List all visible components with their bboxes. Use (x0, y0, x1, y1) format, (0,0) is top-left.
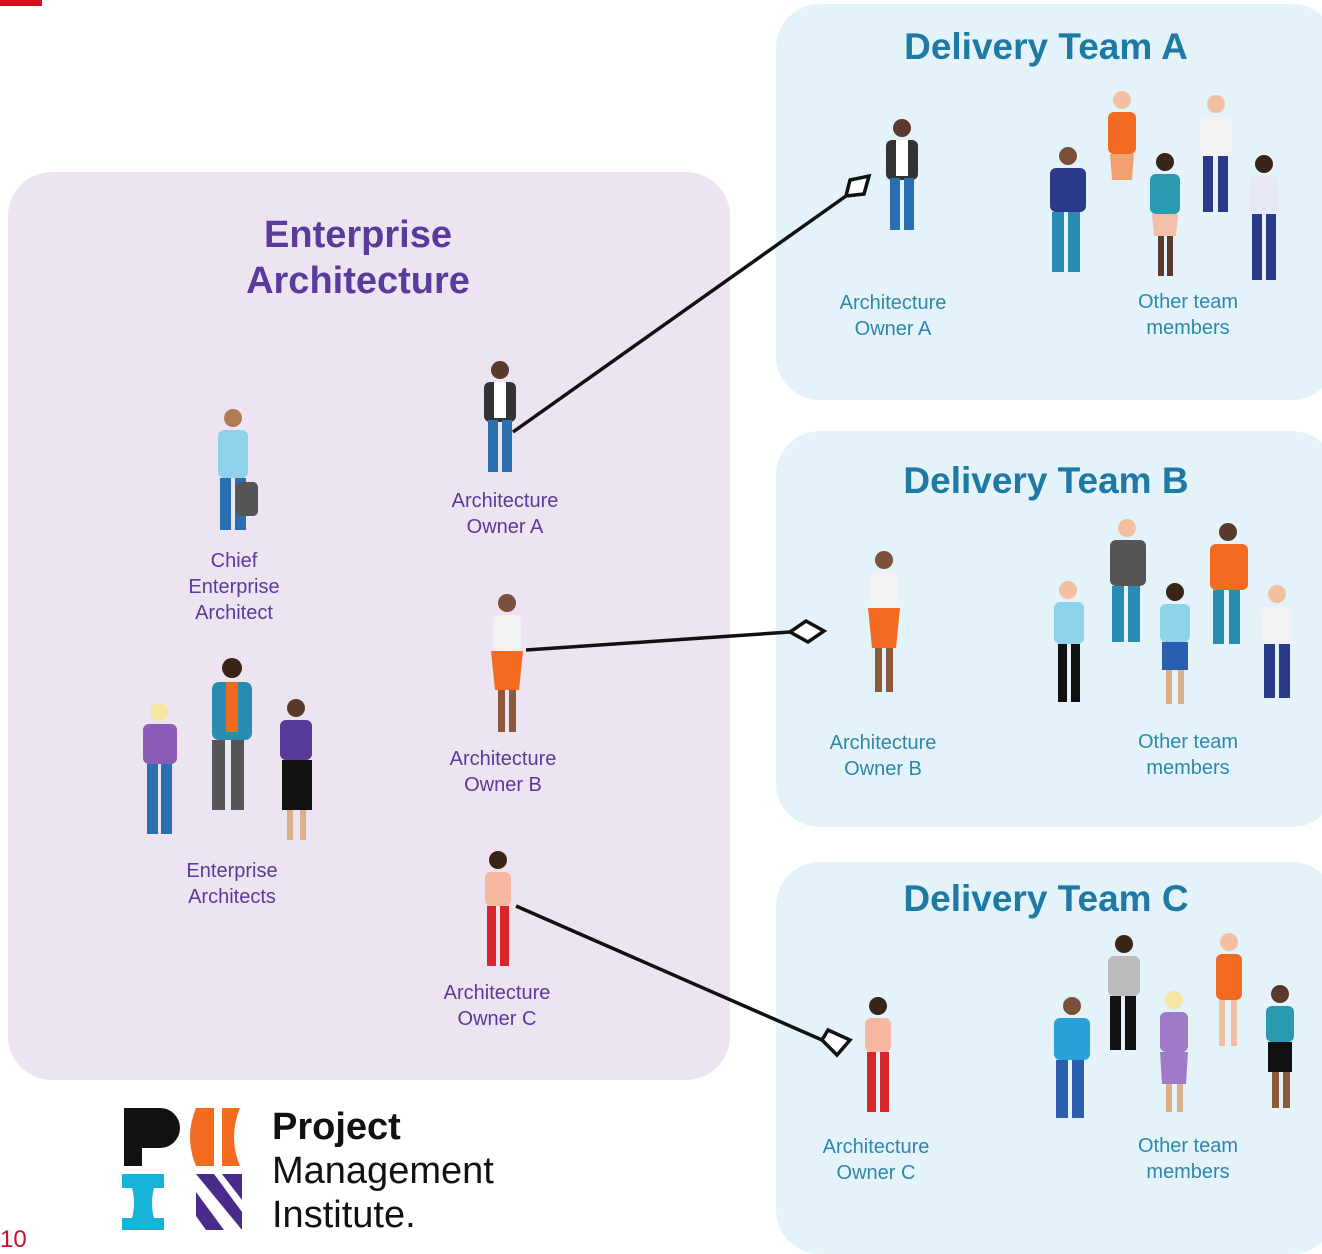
diamond-owner-a (843, 173, 872, 199)
title-line-1: Enterprise (264, 214, 452, 256)
diamond-owner-c (819, 1027, 853, 1058)
team-c-members-label: Other team members (1137, 1135, 1239, 1183)
delivery-team-a-title: Delivery Team A (904, 26, 1188, 67)
delivery-team-a-panel (776, 4, 1322, 400)
ea-owner-c-figure (485, 851, 511, 966)
ea-owner-c-label: Architecture Owner C (443, 982, 551, 1030)
diamond-owner-b (786, 618, 828, 645)
pmi-logo-mark (122, 1108, 242, 1230)
team-a-members-label: Other team members (1137, 291, 1239, 339)
ea-owner-a-figure (484, 361, 516, 472)
connector-owner-b (525, 630, 791, 652)
connector-owner-a (511, 194, 848, 434)
connector-owner-c (515, 904, 823, 1042)
delivery-team-c-title: Delivery Team C (903, 878, 1189, 919)
pmi-wordmark-management: Management (272, 1150, 494, 1192)
team-b-members-label: Other team members (1137, 731, 1239, 779)
team-a-members-figures (1050, 91, 1278, 280)
team-a-owner-label: Architecture Owner A (839, 292, 947, 340)
top-red-mark (0, 0, 42, 6)
chief-enterprise-architect-label: Chief Enterprise Architect (188, 550, 280, 624)
delivery-team-b-title: Delivery Team B (903, 460, 1189, 501)
enterprise-architects-label: Enterprise Architects (186, 860, 278, 908)
page-number: 10 (0, 1226, 27, 1253)
title-line-2: Architecture (246, 260, 470, 302)
team-c-owner-figure (865, 997, 891, 1112)
ea-owner-b-label: Architecture Owner B (449, 748, 557, 796)
chief-enterprise-architect-figure (218, 409, 258, 530)
pmi-wordmark-project: Project (272, 1106, 401, 1148)
team-c-owner-label: Architecture Owner C (822, 1136, 930, 1184)
ea-owner-a-label: Architecture Owner A (451, 490, 559, 538)
pmi-wordmark-institute: Institute. (272, 1194, 416, 1236)
team-b-members-figures (1054, 519, 1292, 704)
ea-owner-b-figure (491, 594, 523, 732)
team-b-owner-label: Architecture Owner B (829, 732, 937, 780)
team-a-owner-figure (886, 119, 918, 230)
enterprise-architecture-panel (8, 172, 730, 1080)
enterprise-architects-figures (143, 658, 312, 840)
enterprise-architecture-title: Enterprise Architecture (178, 212, 538, 304)
team-b-owner-figure (868, 551, 900, 692)
team-c-members-figures (1054, 933, 1294, 1118)
